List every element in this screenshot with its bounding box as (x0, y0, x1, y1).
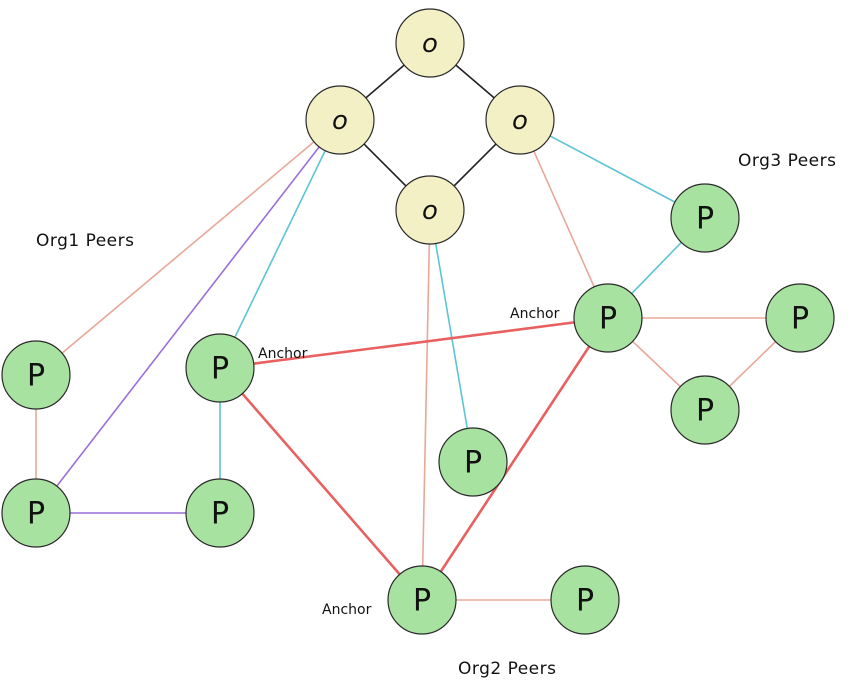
peer-circle (573, 283, 643, 353)
orderer-circle (305, 85, 375, 155)
peer-circle (765, 283, 835, 353)
orderer-circle (485, 85, 555, 155)
node-org1-p-bottomright: P (185, 478, 255, 548)
node-org3-p-lower: P (670, 375, 740, 445)
peer-glyph: P (27, 497, 45, 532)
edges-layer (35, 42, 801, 602)
peer-glyph: P (413, 584, 431, 619)
node-org2-p-middle: P (438, 427, 508, 497)
org3-peers-label: Org3 Peers (738, 151, 837, 171)
node-o-bottom: o (395, 175, 465, 245)
peer-glyph: P (464, 446, 482, 481)
peer-glyph: P (696, 202, 714, 237)
edge-o-left-to-org1-p-anchor (219, 119, 341, 369)
node-org1-p-topleft: P (1, 340, 71, 410)
edge-org1-p-anchor-to-org2-p-anchor (218, 366, 424, 602)
node-org2-p-right: P (550, 565, 620, 635)
orderer-glyph: o (332, 106, 348, 136)
node-org2-p-anchor: P (387, 565, 457, 635)
peer-circle (670, 375, 740, 445)
org1-anchor-label: Anchor (258, 346, 308, 362)
edge-o-bottom-to-org2-p-middle (429, 209, 474, 463)
node-o-right: o (485, 85, 555, 155)
peer-circle (185, 478, 255, 548)
peer-circle (185, 333, 255, 403)
orderer-glyph: o (422, 29, 438, 59)
peer-circle (438, 427, 508, 497)
peer-circle (670, 183, 740, 253)
labels-layer: Org1 Peers Org2 Peers Org3 Peers Anchor … (36, 151, 837, 679)
node-org1-p-anchor: P (185, 333, 255, 403)
edge-o-left-to-org1-p-bottomleft (35, 119, 341, 514)
org1-peers-label: Org1 Peers (36, 231, 135, 251)
org2-anchor-label: Anchor (322, 602, 372, 618)
edge-o-bottom-to-org2-p-anchor (421, 209, 431, 601)
edge-org2-p-anchor-to-org3-p-anchor (420, 316, 610, 602)
org3-anchor-label: Anchor (510, 306, 560, 322)
edge-o-right-to-org3-p-anchor (519, 119, 609, 319)
node-o-left: o (305, 85, 375, 155)
org2-peers-label: Org2 Peers (458, 659, 557, 679)
orderer-circle (395, 175, 465, 245)
edge-o-left-to-org1-p-topleft (35, 119, 341, 376)
orderer-circle (395, 8, 465, 78)
node-org1-p-bottomleft: P (1, 478, 71, 548)
edge-o-right-to-org3-p-top (519, 119, 706, 219)
node-org3-p-anchor: P (573, 283, 643, 353)
peer-circle (1, 340, 71, 410)
peer-glyph: P (27, 359, 45, 394)
node-org3-p-top: P (670, 183, 740, 253)
edge-org1-p-anchor-to-org3-p-anchor (218, 316, 610, 370)
node-o-top: o (395, 8, 465, 78)
peer-glyph: P (576, 584, 594, 619)
peer-glyph: P (599, 302, 617, 337)
peer-glyph: P (696, 394, 714, 429)
peer-circle (1, 478, 71, 548)
node-org3-p-right: P (765, 283, 835, 353)
orderer-glyph: o (422, 196, 438, 226)
peer-circle (550, 565, 620, 635)
peer-glyph: P (211, 497, 229, 532)
orderer-glyph: o (512, 106, 528, 136)
peer-circle (387, 565, 457, 635)
peer-glyph: P (211, 352, 229, 387)
peer-glyph: P (791, 302, 809, 337)
